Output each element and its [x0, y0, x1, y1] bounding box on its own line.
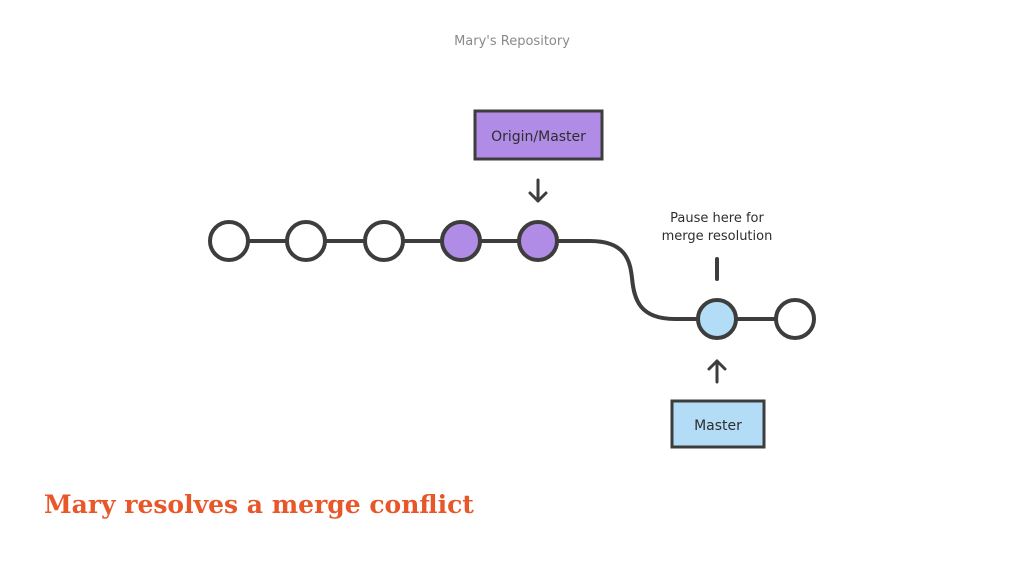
arrow-down-icon	[528, 178, 548, 203]
annotation-line-2: merge resolution	[662, 229, 773, 244]
master-box	[670, 399, 766, 449]
master-label: Master	[694, 418, 742, 434]
commit-history-line	[247, 239, 777, 321]
slide-caption: Mary resolves a merge conflict	[44, 490, 474, 519]
origin-master-box	[473, 109, 604, 161]
diagram-title: Mary's Repository	[454, 34, 570, 49]
commit-node	[285, 220, 327, 262]
commit-node	[774, 298, 816, 340]
annotation-line-1: Pause here for	[670, 211, 764, 226]
commit-node-local	[696, 298, 738, 340]
commit-node	[208, 220, 250, 262]
arrow-up-icon	[707, 359, 727, 384]
commit-node-remote	[517, 220, 559, 262]
commit-node	[363, 220, 405, 262]
origin-master-label: Origin/Master	[491, 129, 586, 145]
commit-node-remote	[440, 220, 482, 262]
